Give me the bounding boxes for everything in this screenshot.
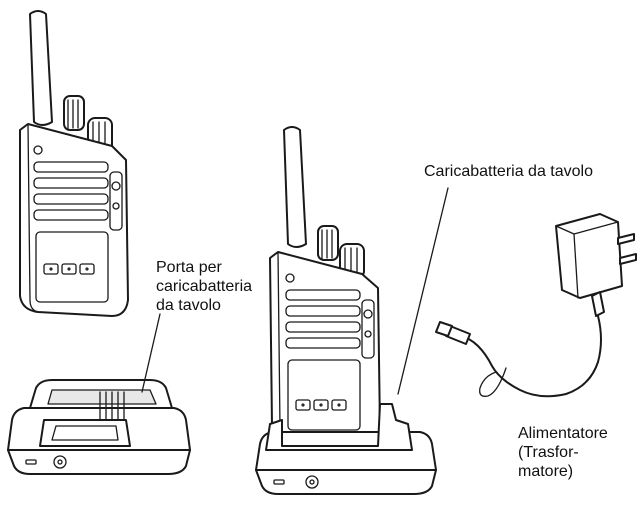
power-adapter <box>436 214 636 396</box>
label-power-supply: Alimentatore (Trasfor- matore) <box>518 424 633 481</box>
radio-2-knob-left <box>318 226 338 260</box>
label-desktop-charger: Caricabatteria da tavolo <box>424 162 624 181</box>
radio-in-charger <box>270 127 380 446</box>
radio-standalone <box>20 11 128 316</box>
plug-prong-top <box>618 234 634 244</box>
radio-2-buttons <box>296 400 346 410</box>
charger-base-empty <box>8 380 190 474</box>
radio-2-antenna <box>284 127 306 247</box>
leader-line-charger <box>398 188 448 394</box>
plug-prong-bottom <box>620 254 636 264</box>
radio-1-buttons <box>44 264 94 274</box>
radio-1-knob-left <box>64 96 84 130</box>
label-charger-port: Porta per caricabatteria da tavolo <box>156 258 276 315</box>
radio-1-antenna <box>30 11 52 125</box>
